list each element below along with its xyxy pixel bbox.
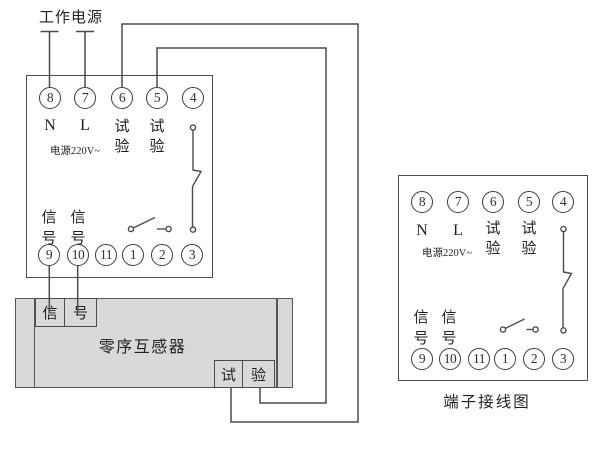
right-terminal-3: 3 [552, 348, 574, 370]
main-signal-a-char2: 号 [41, 231, 57, 247]
main-terminal-1: 1 [122, 244, 144, 266]
right-signal-b-char2: 号 [441, 331, 457, 347]
main-terminal-11: 11 [95, 244, 117, 266]
main-terminal-10: 10 [67, 244, 89, 266]
right-power-rating: 电源220V~ [421, 248, 472, 259]
right-label-test-a: 试 验 [481, 219, 505, 259]
transformer-test-tab-1: 试 [214, 360, 243, 388]
right-test-a-char2: 验 [485, 241, 501, 257]
main-terminal-4: 4 [182, 87, 204, 109]
main-test-a-char1: 试 [114, 119, 130, 135]
transformer-right-divider [276, 299, 278, 387]
right-label-live: L [453, 222, 463, 239]
right-terminal-11: 11 [468, 348, 490, 370]
right-label-signal-a: 信 号 [409, 308, 433, 350]
transformer-signal-tab-1: 信 [35, 298, 65, 327]
main-terminal-5: 5 [146, 87, 168, 109]
transformer-left-divider [33, 299, 35, 387]
right-signal-a-char2: 号 [413, 331, 429, 347]
right-terminal-1: 1 [494, 348, 516, 370]
main-label-signal-b: 信 号 [66, 208, 90, 250]
main-signal-b-char2: 号 [70, 231, 86, 247]
right-signal-b-char1: 信 [441, 310, 457, 326]
transformer-test-tab-2: 验 [242, 360, 275, 388]
main-terminal-6: 6 [111, 87, 133, 109]
working-power-label: 工作电源 [38, 10, 103, 26]
main-terminal-9: 9 [38, 244, 60, 266]
transformer-signal-tab-2: 号 [64, 298, 97, 327]
main-label-neutral: N [44, 117, 56, 134]
main-test-b-char2: 验 [149, 139, 165, 155]
transformer-name: 零序互感器 [98, 339, 187, 356]
right-terminal-2: 2 [523, 348, 545, 370]
right-terminal-4: 4 [552, 191, 574, 213]
main-power-rating: 电源220V~ [49, 146, 100, 157]
right-label-neutral: N [416, 222, 428, 239]
main-terminal-2: 2 [151, 244, 173, 266]
main-terminal-8: 8 [39, 87, 61, 109]
right-terminal-7: 7 [447, 191, 469, 213]
right-terminal-6: 6 [482, 191, 504, 213]
terminal-unit-caption: 端子接线图 [443, 394, 531, 411]
right-terminal-9: 9 [411, 348, 433, 370]
right-test-b-char2: 验 [521, 241, 537, 257]
main-label-test-b: 试 验 [145, 117, 169, 157]
right-test-b-char1: 试 [521, 221, 537, 237]
right-signal-a-char1: 信 [413, 310, 429, 326]
main-test-b-char1: 试 [149, 119, 165, 135]
right-test-a-char1: 试 [485, 221, 501, 237]
right-label-test-b: 试 验 [517, 219, 541, 259]
main-terminal-7: 7 [74, 87, 96, 109]
main-label-live: L [80, 117, 90, 134]
main-terminal-3: 3 [181, 244, 203, 266]
main-label-signal-a: 信 号 [37, 208, 61, 250]
main-signal-b-char1: 信 [70, 210, 86, 226]
right-terminal-8: 8 [411, 191, 433, 213]
main-signal-a-char1: 信 [41, 210, 57, 226]
right-label-signal-b: 信 号 [437, 308, 461, 350]
right-terminal-10: 10 [439, 348, 461, 370]
right-terminal-5: 5 [518, 191, 540, 213]
